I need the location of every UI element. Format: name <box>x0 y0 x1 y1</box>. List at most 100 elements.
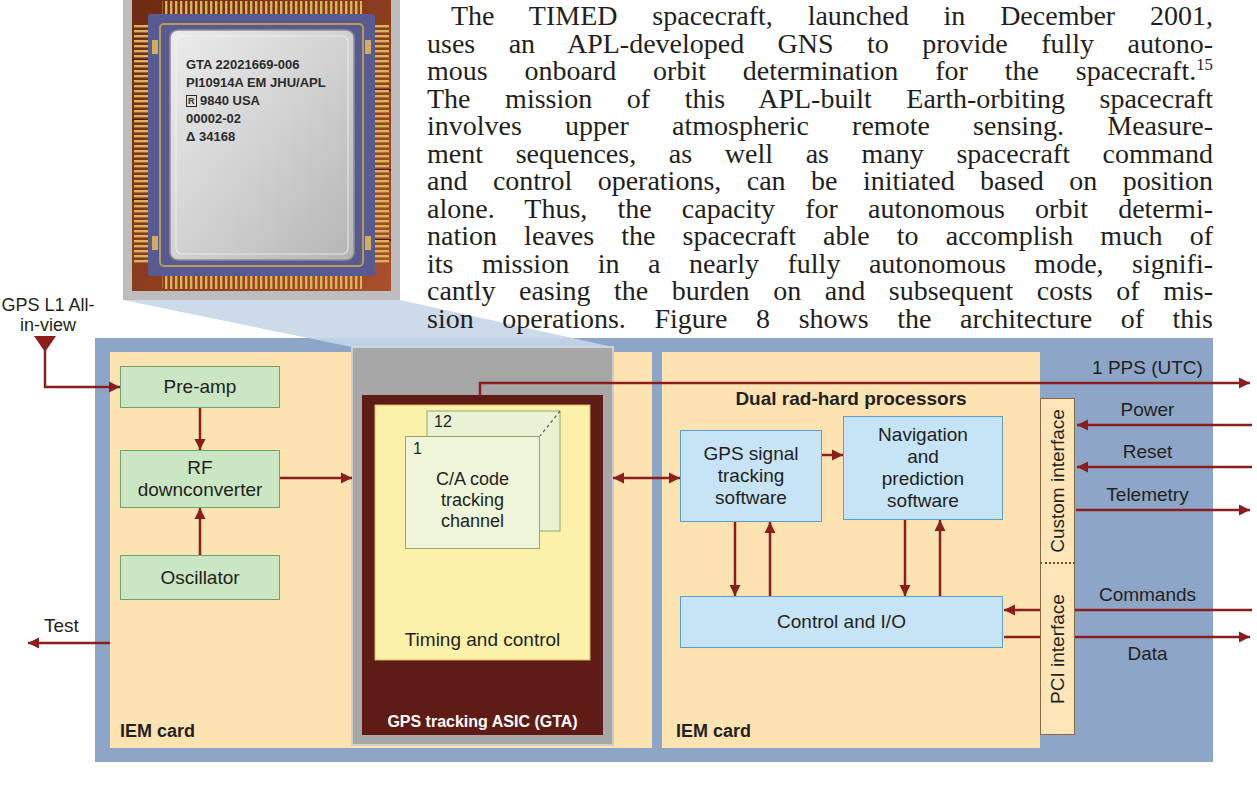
box-label: PCI interface <box>1047 594 1069 704</box>
timing-block: Timing and control 12 1C/A code tracking c… <box>375 405 590 660</box>
paragraph-line: The TIMED spacecraft, launched in Decemb… <box>427 2 1213 30</box>
paragraph-line: and control operations, can be initiated… <box>427 167 1213 195</box>
lid-bevel <box>176 36 348 254</box>
body-text: mous onboard orbit determination for the… <box>427 55 1196 86</box>
stack-dashes <box>540 411 560 436</box>
box-label: RF downconverter <box>129 457 271 501</box>
body-text: its mission in a nearly fully autonomous… <box>427 248 1213 279</box>
timing-fill <box>375 405 590 660</box>
software-box: Navigation and prediction software <box>843 416 1003 520</box>
chip-pins <box>134 24 150 264</box>
signal-arrow <box>822 454 843 457</box>
paragraph-line: alone. Thus, the capacity for autonomous… <box>427 195 1213 223</box>
antenna-symbol <box>34 336 56 352</box>
box-label: Navigation and prediction software <box>864 424 982 512</box>
package-pad <box>365 236 371 250</box>
body-text: uses an APL-developed GNS to provide ful… <box>427 28 1213 59</box>
box-label: Oscillator <box>160 567 239 589</box>
signal-name: Data <box>1080 643 1215 665</box>
paragraph-line: uses an APL-developed GNS to provide ful… <box>427 30 1213 58</box>
signal-name: Telemetry <box>1080 484 1215 506</box>
chip-marking: 00002-02 <box>186 111 241 126</box>
power-wire <box>1077 424 1252 427</box>
box-label: C/A code tracking channel <box>414 469 531 532</box>
process-box: Oscillator <box>120 555 280 600</box>
body-text: ment sequences, as well as many spacecra… <box>427 138 1213 169</box>
body-text: The mission of this APL-built Earth-orbi… <box>427 83 1213 114</box>
signal-name: Test <box>44 615 79 637</box>
interface-bar: PCI interface <box>1040 562 1075 735</box>
signal-arrow <box>199 508 202 555</box>
circuit-card: Dual rad-hard processorsIEM card GPS sign… <box>662 352 1040 748</box>
package-pad <box>365 40 371 54</box>
card-fill <box>110 352 652 748</box>
chip-package <box>148 14 375 276</box>
box-label: Dual rad-hard processors <box>662 388 1040 410</box>
test-wire <box>28 642 110 645</box>
signal-arrow <box>280 477 352 480</box>
box-label: Pre-amp <box>164 376 237 398</box>
box-label: 1 <box>413 439 422 458</box>
signal-arrow <box>769 522 772 596</box>
signal-name: Commands <box>1080 584 1215 606</box>
signal-arrow <box>734 522 737 596</box>
paragraph-line: nation leaves the spacecraft able to acc… <box>427 222 1213 250</box>
asic-chip: GPS tracking ASIC (GTA) Timing and contro… <box>352 347 613 745</box>
antenna-label: GPS L1 All-in-view <box>0 295 96 335</box>
circuit-board <box>132 0 391 291</box>
chip-pins <box>162 1 362 15</box>
chip-marking: R <box>186 95 197 107</box>
signal-name: 1 PPS (UTC) <box>1080 357 1215 379</box>
signal-arrow <box>199 408 202 450</box>
seal-ring <box>160 24 363 266</box>
signal-arrow <box>904 520 907 596</box>
channel-card: 1C/A code tracking channel <box>405 436 540 549</box>
package-pad <box>152 236 158 250</box>
process-box: RF downconverter <box>120 450 280 508</box>
box-label: Control and I/O <box>777 611 906 633</box>
footnote-ref: 15 <box>1196 55 1213 74</box>
body-text: cantly easing the burden on and subseque… <box>427 275 1213 306</box>
paragraph-line: sion operations. Figure 8 shows the arch… <box>427 305 1213 333</box>
chip-marking: GTA 22021669-006 <box>186 57 299 72</box>
signal-arrow <box>939 520 942 596</box>
box-label: IEM card <box>120 720 195 742</box>
system-panel <box>95 338 1213 762</box>
chip-marking: PI10914A EM JHU/APL <box>186 75 326 90</box>
box-label: 12 <box>434 412 452 431</box>
antenna-wire <box>45 350 120 387</box>
body-text: involves upper atmospheric remote sensin… <box>427 110 1213 141</box>
body-text: and control operations, can be initiated… <box>427 165 1213 196</box>
signal-name: Reset <box>1080 441 1215 463</box>
package-pad <box>152 40 158 54</box>
software-box: GPS signal tracking software <box>680 430 822 522</box>
paragraph-line: The mission of this APL-built Earth-orbi… <box>427 85 1213 113</box>
body-text: alone. Thus, the capacity for autonomous… <box>427 193 1213 224</box>
paragraph-line: mous onboard orbit determination for the… <box>427 57 1213 85</box>
telemetry-wire <box>1076 509 1250 512</box>
body-text: The TIMED spacecraft, launched in Decemb… <box>451 0 1213 31</box>
card-fill <box>662 352 1040 748</box>
reset-wire <box>1077 466 1252 469</box>
box-label: Timing and control <box>375 629 590 651</box>
signal-arrow <box>613 477 680 480</box>
signal-name: Power <box>1080 399 1215 421</box>
paragraph-line: its mission in a nearly fully autonomous… <box>427 250 1213 278</box>
asic-die <box>362 395 603 735</box>
body-text: sion operations. Figure 8 shows the arch… <box>427 303 1213 334</box>
paragraph-line: ment sequences, as well as many spacecra… <box>427 140 1213 168</box>
interface-bar: Custom interface <box>1040 398 1075 562</box>
photo-frame <box>123 0 400 300</box>
paragraph-line: cantly easing the burden on and subseque… <box>427 277 1213 305</box>
body-text: nation leaves the spacecraft able to acc… <box>427 220 1213 251</box>
chip-pins <box>373 24 389 264</box>
chip-marking: 9840 USA <box>200 93 260 108</box>
asic-frame <box>352 347 613 745</box>
box-label: GPS tracking ASIC (GTA) <box>352 712 613 731</box>
paragraph-line: involves upper atmospheric remote sensin… <box>427 112 1213 140</box>
box-label: Custom interface <box>1047 409 1069 553</box>
box-label: GPS signal tracking software <box>689 443 813 509</box>
chip-pins <box>162 275 362 289</box>
box-label: IEM card <box>676 720 751 742</box>
circuit-card: IEM card Pre-amp RF downconverterOscillato… <box>110 352 652 748</box>
